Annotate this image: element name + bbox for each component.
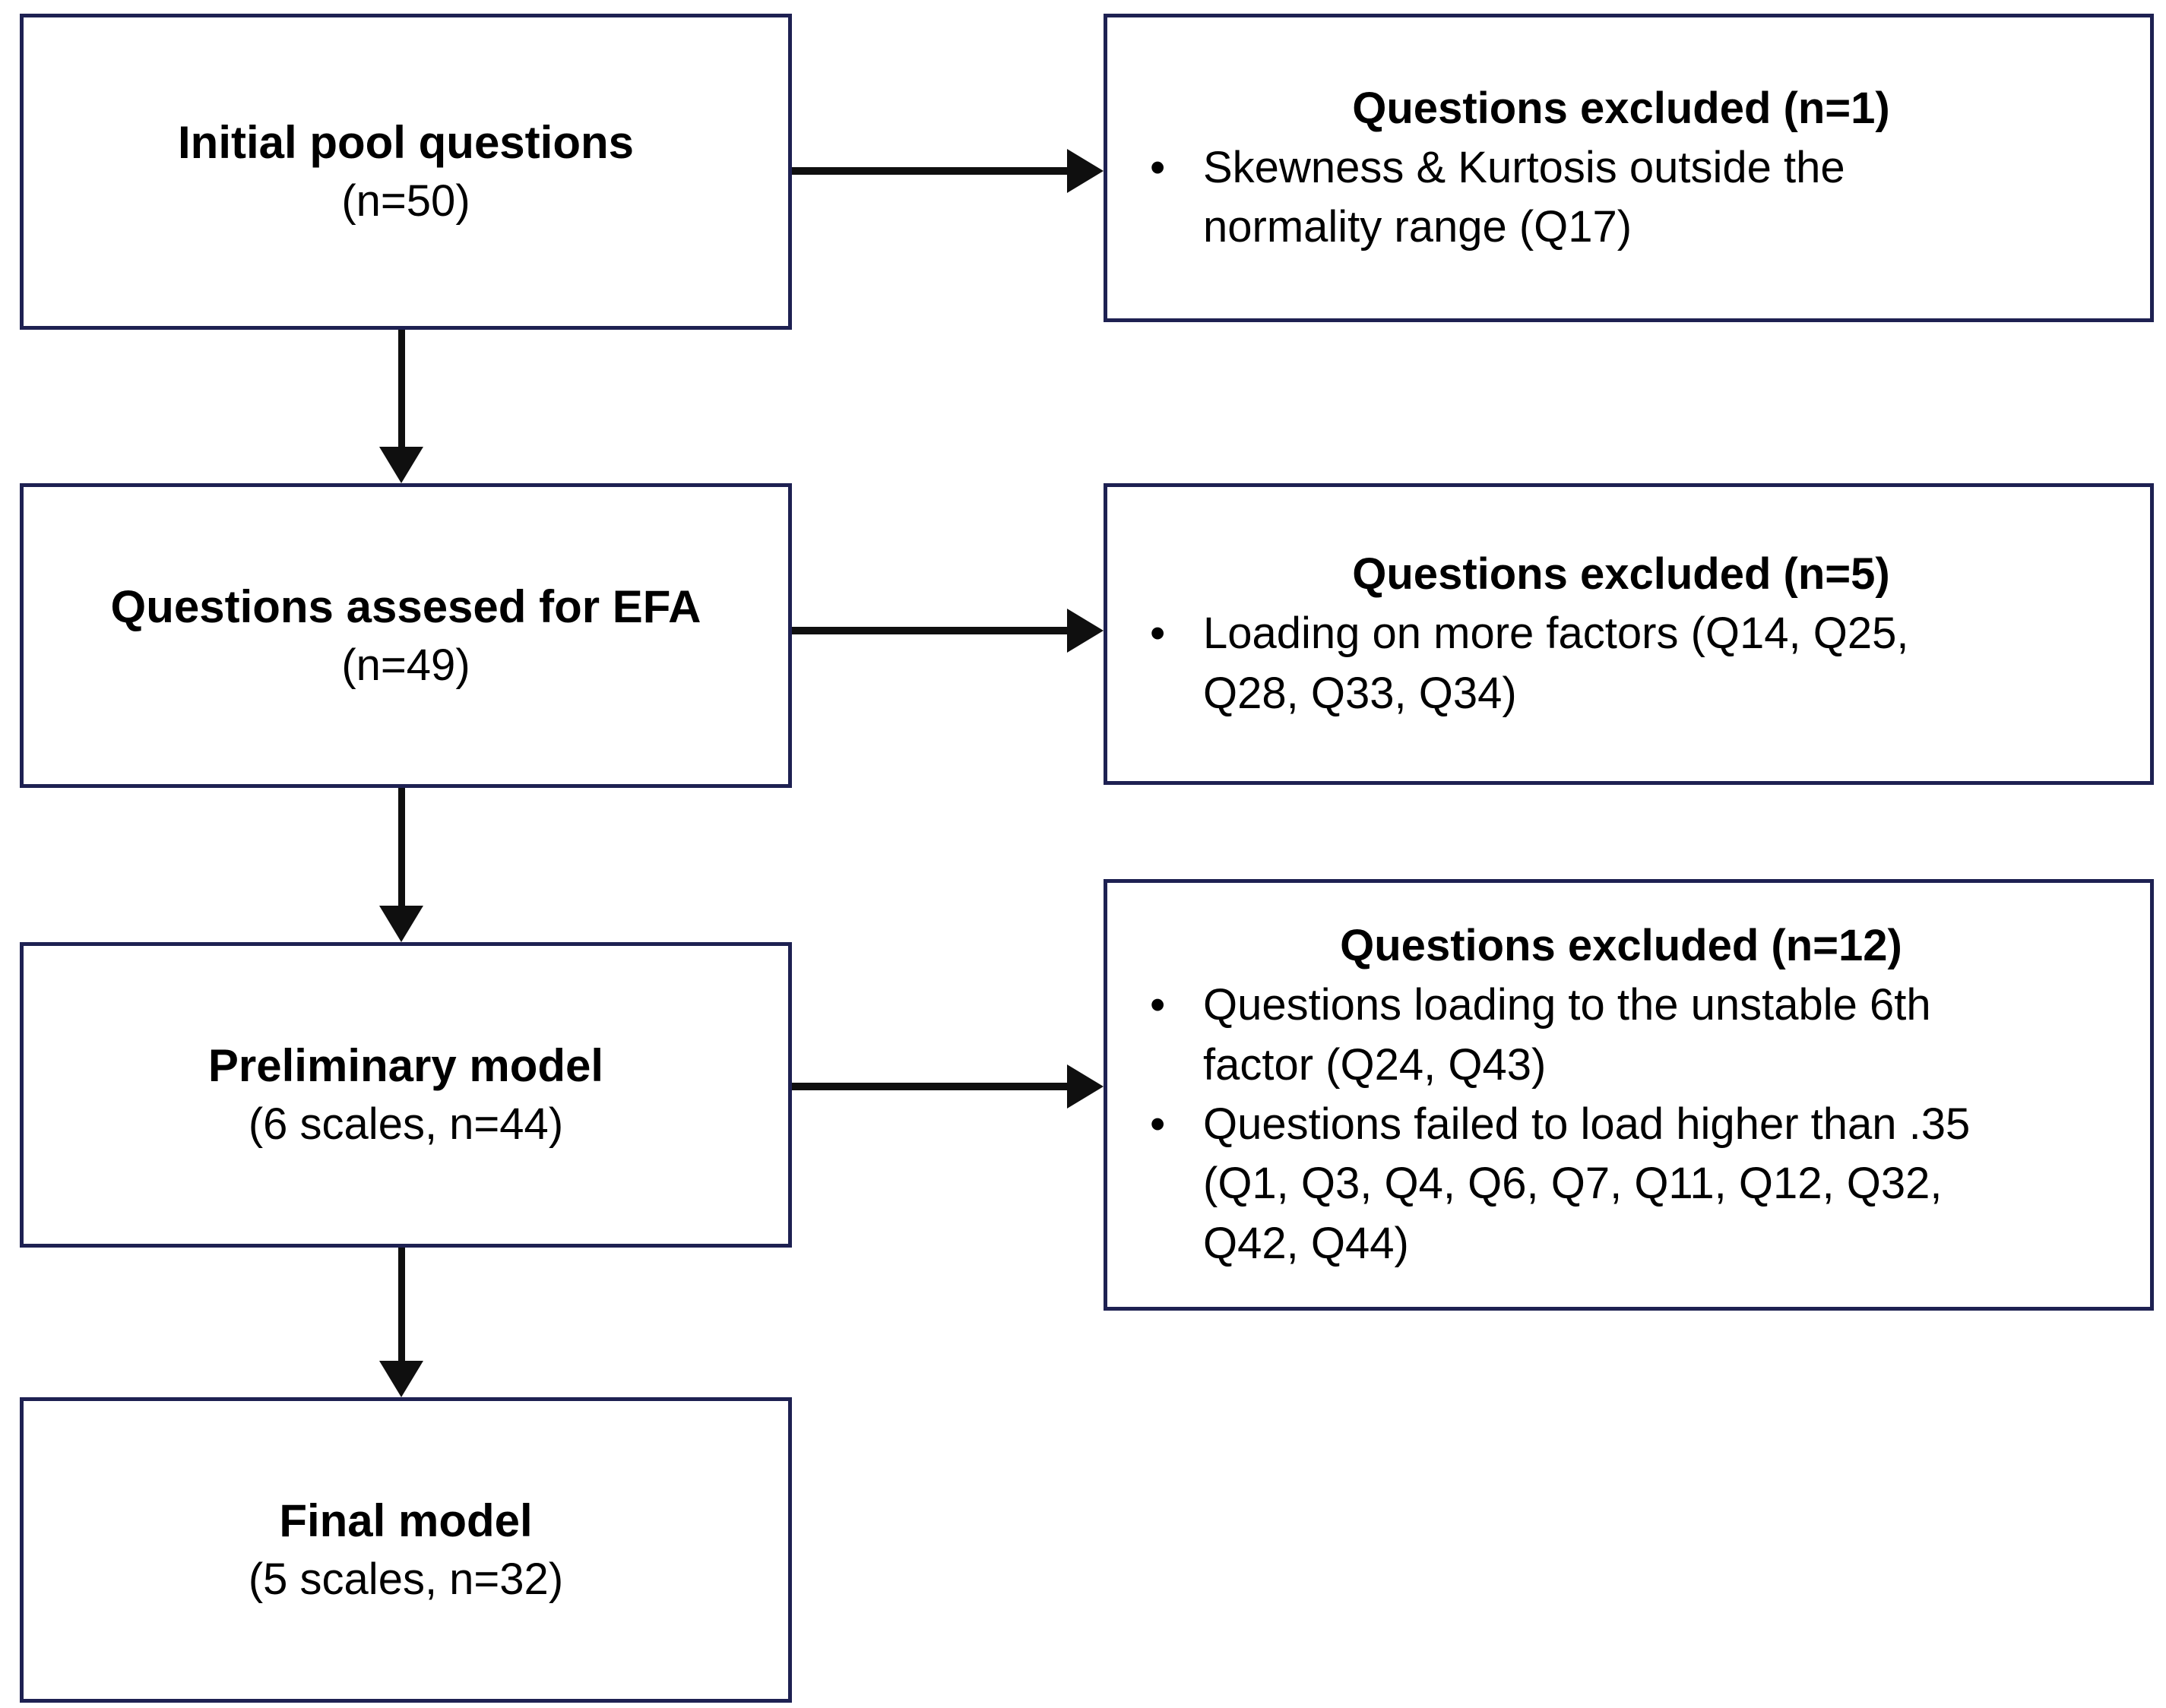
arrow-down-1: [378, 330, 424, 483]
arrow-right-3: [792, 1064, 1104, 1109]
exclusion-heading: Questions excluded (n=5): [1352, 549, 1890, 599]
arrow-right-1: [792, 148, 1104, 194]
flow-box-assessed-for-efa: Questions assesed for EFA (n=49): [20, 483, 792, 788]
box-title: Final model: [279, 1495, 533, 1547]
bullet-text: Questions loading to the unstable 6th fa…: [1203, 980, 1931, 1090]
arrowhead-down-icon: [379, 1361, 423, 1397]
bullet-text: Skewness & Kurtosis outside the normalit…: [1203, 142, 1845, 252]
bullet-item: • Questions failed to load higher than .…: [1138, 1095, 2104, 1273]
arrow-right-2: [792, 608, 1104, 653]
exclusion-heading: Questions excluded (n=12): [1340, 921, 1902, 971]
exclusion-box-2: Questions excluded (n=5) • Loading on mo…: [1104, 483, 2154, 785]
bullet-dot-icon: •: [1150, 1099, 1166, 1149]
box-subtitle: (n=49): [341, 640, 470, 690]
arrowhead-right-icon: [1067, 1064, 1104, 1109]
box-title: Initial pool questions: [178, 117, 634, 169]
bullet-item: • Loading on more factors (Q14, Q25, Q28…: [1138, 604, 2104, 723]
bullet-dot-icon: •: [1150, 142, 1166, 192]
exclusion-box-1: Questions excluded (n=1) • Skewness & Ku…: [1104, 14, 2154, 322]
exclusion-box-3: Questions excluded (n=12) • Questions lo…: [1104, 879, 2154, 1311]
box-subtitle: (n=50): [341, 176, 470, 226]
arrowhead-right-icon: [1067, 149, 1104, 193]
flow-box-initial-pool: Initial pool questions (n=50): [20, 14, 792, 330]
arrow-shaft: [792, 1083, 1067, 1090]
arrow-shaft: [397, 330, 405, 447]
box-subtitle: (5 scales, n=32): [248, 1555, 564, 1605]
arrowhead-right-icon: [1067, 609, 1104, 653]
bullet-text: Questions failed to load higher than .35…: [1203, 1099, 1971, 1268]
bullet-item: • Skewness & Kurtosis outside the normal…: [1138, 138, 2104, 258]
arrow-shaft: [397, 788, 405, 906]
bullet-dot-icon: •: [1150, 609, 1166, 659]
bullet-text: Loading on more factors (Q14, Q25, Q28, …: [1203, 609, 1909, 718]
flow-box-preliminary-model: Preliminary model (6 scales, n=44): [20, 942, 792, 1248]
arrow-shaft: [397, 1248, 405, 1361]
arrow-shaft: [792, 627, 1067, 634]
bullet-item: • Questions loading to the unstable 6th …: [1138, 976, 2104, 1095]
arrowhead-down-icon: [379, 447, 423, 483]
flow-box-final-model: Final model (5 scales, n=32): [20, 1397, 792, 1703]
arrow-shaft: [792, 167, 1067, 175]
bullet-dot-icon: •: [1150, 980, 1166, 1030]
box-title: Preliminary model: [207, 1040, 604, 1092]
exclusion-heading: Questions excluded (n=1): [1352, 83, 1890, 133]
box-title: Questions assesed for EFA: [110, 580, 701, 632]
box-subtitle: (6 scales, n=44): [248, 1099, 564, 1150]
arrow-down-2: [378, 788, 424, 942]
arrow-down-3: [378, 1248, 424, 1397]
arrowhead-down-icon: [379, 906, 423, 942]
